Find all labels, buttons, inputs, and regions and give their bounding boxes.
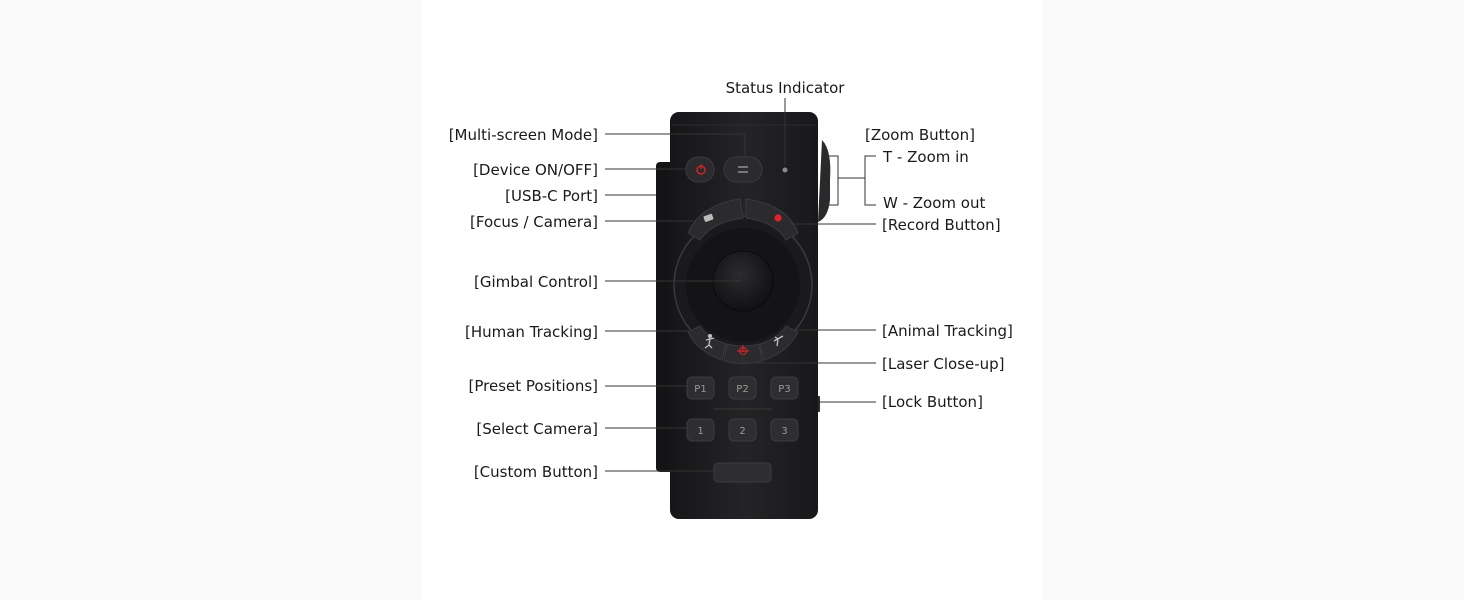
record-button[interactable] xyxy=(745,198,799,241)
bird-icon xyxy=(773,335,784,347)
preset-button-3[interactable]: P3 xyxy=(770,376,799,400)
lock-button-label: [Lock Button] xyxy=(882,393,983,411)
preset-button-1[interactable]: P1 xyxy=(686,376,715,400)
laser-close-up-label: [Laser Close-up] xyxy=(882,355,1005,373)
camera-2-label: 2 xyxy=(739,426,745,437)
camera-3-label: 3 xyxy=(781,426,787,437)
human-tracking-label: [Human Tracking] xyxy=(465,323,598,341)
custom-button-label: [Custom Button] xyxy=(474,463,598,481)
camera-button-2[interactable]: 2 xyxy=(728,418,757,442)
preset-2-label: P2 xyxy=(736,384,748,395)
select-camera-label: [Select Camera] xyxy=(476,420,598,438)
zoom-in-label: T - Zoom in xyxy=(882,148,969,166)
camera-button-1[interactable]: 1 xyxy=(686,418,715,442)
usb-c-port-label: [USB-C Port] xyxy=(505,187,598,205)
swap-arrows-icon xyxy=(738,166,748,173)
animal-tracking-button[interactable] xyxy=(759,325,799,361)
camera-button-3[interactable]: 3 xyxy=(770,418,799,442)
record-dot-icon xyxy=(774,214,782,222)
zoom-out-label: W - Zoom out xyxy=(883,194,985,212)
animal-tracking-label: [Animal Tracking] xyxy=(882,322,1013,340)
human-figure-icon xyxy=(704,333,715,349)
multi-screen-mode-label: [Multi-screen Mode] xyxy=(449,126,598,144)
zoom-rocker[interactable] xyxy=(818,140,831,222)
record-button-label: [Record Button] xyxy=(882,216,1001,234)
zoom-button-label: [Zoom Button] xyxy=(865,126,975,144)
leader-lines xyxy=(605,98,876,472)
focus-camera-label: [Focus / Camera] xyxy=(470,213,598,231)
power-button[interactable] xyxy=(685,156,715,183)
focus-camera-button[interactable] xyxy=(687,198,744,241)
status-indicator-led xyxy=(782,167,788,173)
gimbal-control-label: [Gimbal Control] xyxy=(474,273,598,291)
multi-screen-button[interactable] xyxy=(723,156,763,183)
power-icon xyxy=(696,164,706,175)
device-on-off-label: [Device ON/OFF] xyxy=(473,161,598,179)
human-tracking-button[interactable] xyxy=(687,325,727,361)
preset-button-2[interactable]: P2 xyxy=(728,376,757,400)
preset-1-label: P1 xyxy=(694,384,706,395)
status-indicator-label: Status Indicator xyxy=(726,79,846,97)
custom-button[interactable] xyxy=(713,462,772,483)
preset-positions-label: [Preset Positions] xyxy=(469,377,598,395)
preset-3-label: P3 xyxy=(778,384,790,395)
camera-1-label: 1 xyxy=(697,426,703,437)
camera-icon xyxy=(703,213,714,222)
